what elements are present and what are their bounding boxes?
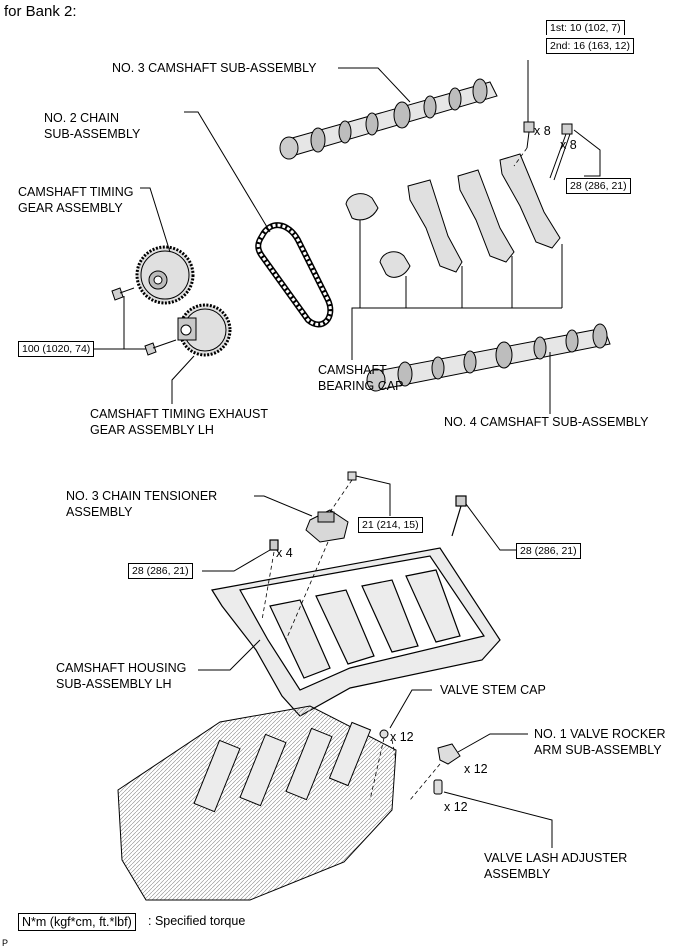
cap-bolts bbox=[523, 121, 573, 181]
qty-stem-caps: x 12 bbox=[390, 730, 414, 744]
qty-cap-bolt-inner: x 8 bbox=[534, 124, 551, 138]
label-rocker-arm: NO. 1 VALVE ROCKER ARM SUB-ASSEMBLY bbox=[534, 727, 666, 757]
assembly-dashed-lines bbox=[261, 147, 528, 801]
torque-housing-left: 28 (286, 21) bbox=[128, 563, 193, 579]
qty-housing-bolts: x 4 bbox=[276, 546, 293, 560]
torque-cap-bolt-outer: 28 (286, 21) bbox=[566, 178, 631, 194]
label-exhaust-gear: CAMSHAFT TIMING EXHAUST GEAR ASSEMBLY LH bbox=[90, 407, 269, 437]
torque-housing-right: 28 (286, 21) bbox=[516, 543, 581, 559]
tensioner-part bbox=[305, 471, 357, 543]
label-lash-adjuster: VALVE LASH ADJUSTER ASSEMBLY bbox=[484, 851, 628, 881]
leader-lines bbox=[94, 60, 601, 848]
legend-torque-text: : Specified torque bbox=[148, 914, 246, 928]
timing-gear-part bbox=[135, 245, 195, 305]
label-valve-stem-cap: VALVE STEM CAP bbox=[440, 683, 546, 697]
label-chain-2: NO. 2 CHAIN SUB-ASSEMBLY bbox=[44, 111, 141, 141]
footer-mark: P bbox=[2, 938, 9, 948]
label-timing-gear: CAMSHAFT TIMING GEAR ASSEMBLY bbox=[18, 185, 134, 215]
label-bearing-cap: CAMSHAFT BEARING CAP bbox=[318, 363, 404, 393]
gear-bolts bbox=[111, 287, 177, 356]
camshaft-housing-part bbox=[211, 495, 501, 717]
bearing-caps-part bbox=[345, 153, 561, 278]
qty-rocker-arms: x 12 bbox=[464, 762, 488, 776]
legend-torque-box: N*m (kgf*cm, ft.*lbf) bbox=[18, 913, 136, 931]
valve-parts bbox=[379, 729, 461, 795]
camshaft-4-part bbox=[366, 323, 611, 392]
qty-cap-bolt-outer: x 8 bbox=[560, 138, 577, 152]
qty-lash-adjusters: x 12 bbox=[444, 800, 468, 814]
chain-2-part bbox=[255, 222, 334, 328]
torque-cap-first: 1st: 10 (102, 7) bbox=[546, 20, 625, 35]
label-camshaft-4: NO. 4 CAMSHAFT SUB-ASSEMBLY bbox=[444, 415, 649, 429]
label-camshaft-3: NO. 3 CAMSHAFT SUB-ASSEMBLY bbox=[112, 61, 317, 75]
label-tensioner: NO. 3 CHAIN TENSIONER ASSEMBLY bbox=[66, 489, 218, 519]
torque-tensioner-bolt: 21 (214, 15) bbox=[358, 517, 423, 533]
camshaft-3-part bbox=[279, 78, 498, 160]
torque-gear-bolt: 100 (1020, 74) bbox=[18, 341, 95, 357]
exhaust-gear-part bbox=[177, 303, 232, 357]
torque-cap-second: 2nd: 16 (163, 12) bbox=[546, 38, 634, 54]
page-title: for Bank 2: bbox=[4, 3, 77, 20]
label-camshaft-housing: CAMSHAFT HOUSING SUB-ASSEMBLY LH bbox=[56, 661, 187, 691]
cylinder-head-part bbox=[117, 705, 397, 901]
